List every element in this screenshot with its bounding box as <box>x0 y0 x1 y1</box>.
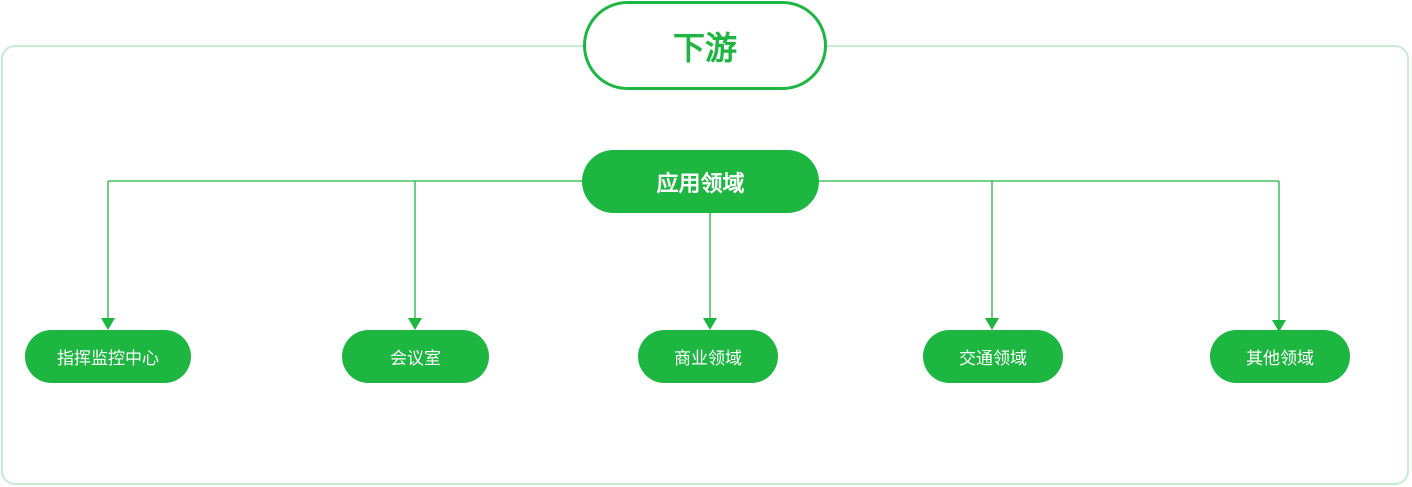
root-label: 应用领域 <box>656 171 745 197</box>
leaf-label: 其他领域 <box>1246 349 1314 369</box>
header-label: 下游 <box>672 28 737 67</box>
leaf-node-commercial: 商业领域 <box>638 330 778 383</box>
arrow-head-2 <box>408 318 422 330</box>
header-pill: 下游 <box>583 1 827 90</box>
leaf-label: 会议室 <box>390 349 441 369</box>
leaf-label: 交通领域 <box>959 349 1027 369</box>
arrow-head-4 <box>985 318 999 330</box>
leaf-node-other: 其他领域 <box>1210 330 1350 383</box>
diagram-frame <box>1 45 1409 485</box>
leaf-label: 指挥监控中心 <box>57 349 159 369</box>
leaf-label: 商业领域 <box>674 349 742 369</box>
root-node: 应用领域 <box>582 150 819 213</box>
leaf-node-command-center: 指挥监控中心 <box>25 330 191 383</box>
leaf-node-transportation: 交通领域 <box>923 330 1063 383</box>
arrow-head-5 <box>1272 320 1286 332</box>
arrow-head-3 <box>703 318 717 330</box>
arrow-head-1 <box>101 318 115 330</box>
leaf-node-meeting-room: 会议室 <box>342 330 489 383</box>
